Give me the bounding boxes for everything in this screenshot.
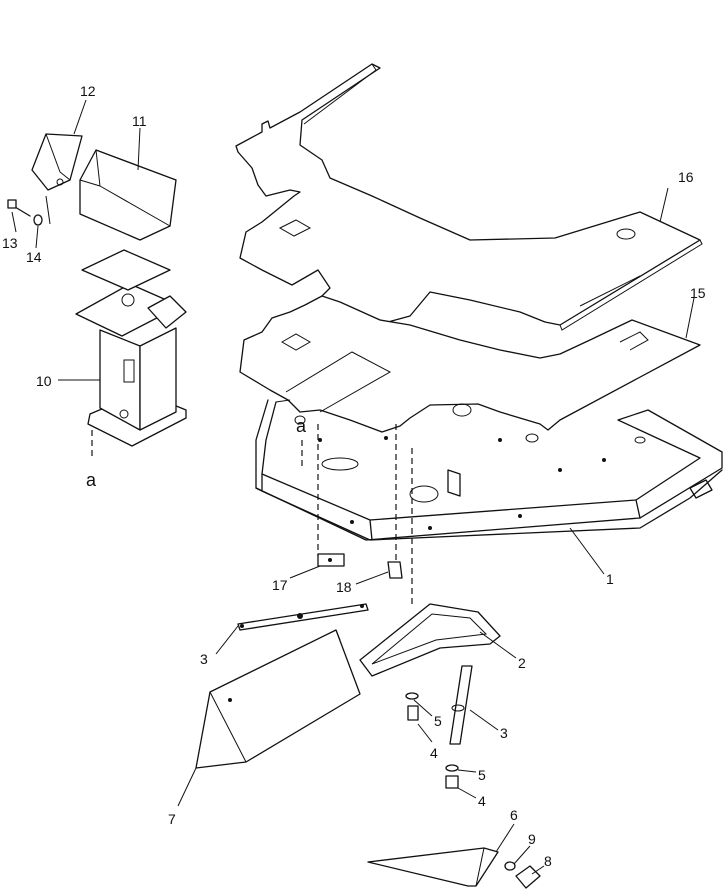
callout-2: 2 bbox=[518, 655, 526, 671]
part-4-bolt-upper bbox=[407, 705, 419, 721]
callout-10: 10 bbox=[36, 373, 52, 389]
part-17-bracket bbox=[317, 553, 345, 567]
part-7-cover-plate bbox=[195, 629, 361, 769]
callout-3-right: 3 bbox=[500, 725, 508, 741]
callout-4-lower: 4 bbox=[478, 793, 486, 809]
reference-marks: a a bbox=[86, 416, 307, 490]
part-1-floor-frame bbox=[255, 399, 723, 541]
part-4-bolt-lower bbox=[445, 775, 459, 789]
callout-4-upper: 4 bbox=[430, 745, 438, 761]
callout-5-upper: 5 bbox=[434, 713, 442, 729]
callout-16: 16 bbox=[678, 169, 694, 185]
callout-3-left: 3 bbox=[200, 651, 208, 667]
part-11-cover bbox=[79, 149, 177, 241]
ref-mark-a-top: a bbox=[296, 416, 307, 436]
part-9-washer bbox=[504, 861, 516, 871]
part-16-floor-mat-upper bbox=[235, 63, 703, 331]
part-10-console-stand bbox=[75, 249, 187, 447]
callout-5-lower: 5 bbox=[478, 767, 486, 783]
part-8-bolt bbox=[515, 865, 541, 889]
part-15-floor-mat-lower bbox=[239, 295, 701, 433]
part-3-strap-right bbox=[449, 665, 473, 745]
leader-lines bbox=[11, 99, 695, 875]
part-5-washer-lower bbox=[445, 764, 459, 772]
part-3-strap-left bbox=[237, 603, 369, 631]
callout-14: 14 bbox=[26, 249, 42, 265]
part-5-washer-upper bbox=[405, 692, 419, 700]
callout-12: 12 bbox=[80, 83, 96, 99]
part-2-bracket bbox=[359, 603, 501, 677]
callout-8: 8 bbox=[544, 853, 552, 869]
callout-17: 17 bbox=[272, 577, 288, 593]
part-18-bracket bbox=[387, 561, 403, 579]
callout-13: 13 bbox=[2, 235, 18, 251]
part-12-cap bbox=[31, 133, 83, 191]
callout-1: 1 bbox=[606, 571, 614, 587]
callout-18: 18 bbox=[336, 579, 352, 595]
callout-9: 9 bbox=[528, 831, 536, 847]
part-6-wedge-bracket bbox=[367, 847, 499, 887]
callout-6: 6 bbox=[510, 807, 518, 823]
callouts: 16 15 1 2 3 3 5 4 5 4 6 9 8 7 10 11 12 1… bbox=[2, 83, 706, 869]
assembly-lines bbox=[45, 195, 413, 604]
callout-15: 15 bbox=[690, 285, 706, 301]
part-13-bolt bbox=[7, 199, 31, 217]
callout-7: 7 bbox=[168, 811, 176, 827]
callout-11: 11 bbox=[132, 113, 147, 129]
ref-mark-a-left: a bbox=[86, 470, 97, 490]
part-14-washer bbox=[33, 214, 43, 226]
